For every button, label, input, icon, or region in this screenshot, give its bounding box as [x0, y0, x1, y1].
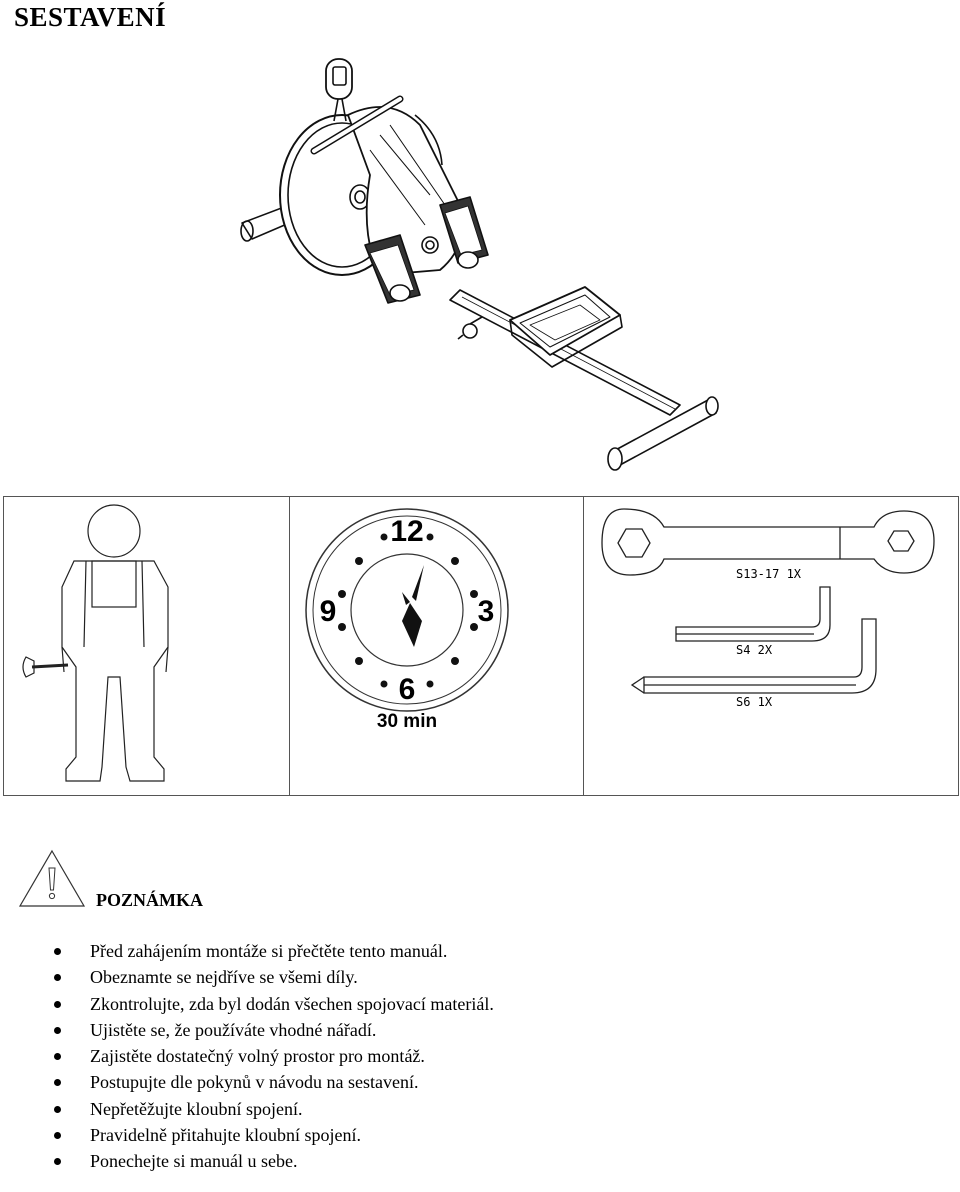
page-title: SESTAVENÍ [14, 2, 167, 32]
assembly-duration: 30 min [376, 711, 438, 732]
clock-numeral-12: 12 [390, 515, 423, 548]
list-item: Nepřetěžujte kloubní spojení. [48, 1096, 494, 1122]
clock-numeral-3: 3 [478, 595, 495, 628]
time-panel: 12 3 6 9 30 min [290, 497, 584, 795]
warning-triangle-icon [18, 849, 86, 907]
tools-illustration [601, 508, 935, 694]
tool-label-hex-s4: S4 2X [736, 643, 773, 657]
preparation-panels: 12 3 6 9 30 min S13-17 1X S4 2X S6 1X [3, 496, 959, 796]
list-item: Před zahájením montáže si přečtěte tento… [48, 938, 494, 964]
list-item: Obeznamte se nejdříve se všemi díly. [48, 964, 494, 990]
list-item: Zajistěte dostatečný volný prostor pro m… [48, 1043, 494, 1069]
person-panel [4, 497, 290, 795]
rowing-machine-illustration [240, 58, 719, 471]
tool-label-hex-s6: S6 1X [736, 695, 773, 709]
clock-numeral-6: 6 [399, 673, 416, 706]
note-list: Před zahájením montáže si přečtěte tento… [48, 938, 494, 1175]
list-item: Zkontrolujte, zda byl dodán všechen spoj… [48, 991, 494, 1017]
list-item: Postupujte dle pokynů v návodu na sestav… [48, 1069, 494, 1095]
clock-numeral-9: 9 [320, 595, 337, 628]
tool-label-wrench: S13-17 1X [736, 567, 802, 581]
list-item: Ponechejte si manuál u sebe. [48, 1148, 494, 1174]
list-item: Ujistěte se, že používáte vhodné nářadí. [48, 1017, 494, 1043]
clock-illustration: 12 3 6 9 [305, 508, 509, 712]
tools-panel: S13-17 1X S4 2X S6 1X [584, 497, 958, 795]
person-with-wrench-illustration [22, 504, 169, 782]
note-heading: POZNÁMKA [96, 890, 203, 910]
list-item: Pravidelně přitahujte kloubní spojení. [48, 1122, 494, 1148]
